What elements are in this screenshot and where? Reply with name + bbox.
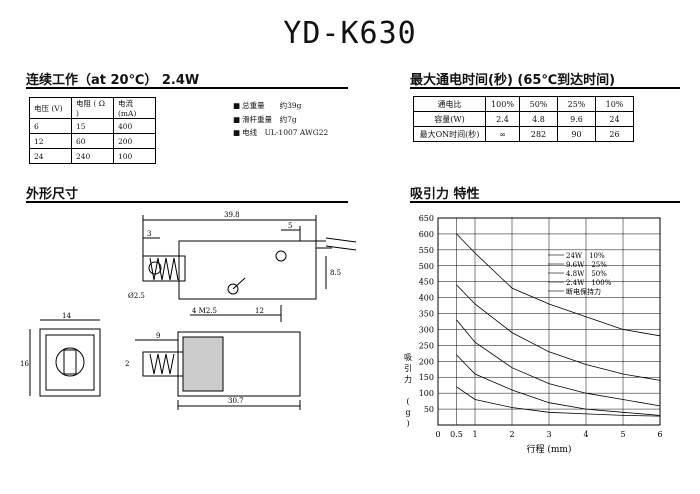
legend-entry: 2.4W 100% bbox=[566, 279, 612, 287]
electrical-table: 电压 (V) 电阻 ( Ω ) 电流 (mA) 6 15 400 12 60 2… bbox=[29, 97, 156, 164]
y-tick-label: 250 bbox=[419, 341, 434, 350]
plunger-side bbox=[142, 351, 184, 377]
spring-side bbox=[149, 353, 175, 375]
dim-16-label: 16 bbox=[20, 360, 29, 368]
end-view-body bbox=[39, 328, 101, 397]
force-section-title: 吸引力 特性 bbox=[410, 187, 480, 202]
side-view-body bbox=[177, 331, 301, 397]
spec-list: 总重量 约39g 滑杆重量 约7g 电线 UL-1007 AWG22 bbox=[233, 99, 328, 140]
end-view-bore bbox=[55, 347, 85, 377]
dim-85-label: 8.5 bbox=[330, 269, 341, 277]
dim-12-line bbox=[233, 305, 282, 322]
x-tick-label: 5 bbox=[620, 430, 625, 439]
product-title: YD-K630 bbox=[283, 16, 417, 51]
x-tick-label: 2 bbox=[509, 430, 514, 439]
x-tick-label: 6 bbox=[657, 430, 662, 439]
dim-3-label: 3 bbox=[147, 230, 151, 238]
dim-length-label: 39.8 bbox=[224, 211, 240, 219]
end-view-dims bbox=[29, 319, 100, 396]
plunger-top bbox=[142, 255, 186, 282]
y-tick-label: 300 bbox=[419, 325, 434, 334]
dim-9-label: 9 bbox=[156, 332, 160, 340]
dim-14-label: 14 bbox=[62, 312, 71, 320]
x-tick-label: 0.5 bbox=[450, 430, 463, 439]
dim-5-label: 5 bbox=[288, 222, 292, 230]
spring-top bbox=[149, 257, 179, 281]
series-line bbox=[456, 354, 661, 416]
spec-plunger-weight: 滑杆重量 约7g bbox=[233, 113, 328, 127]
dim-2-label: 2 bbox=[125, 360, 129, 368]
table-row: 6 15 400 bbox=[29, 118, 156, 134]
y-tick-label: 400 bbox=[419, 294, 434, 303]
table-cell: 100 bbox=[113, 148, 156, 164]
end-view-inner bbox=[45, 334, 95, 391]
rule-max-time bbox=[410, 87, 680, 89]
dim-12-label: 12 bbox=[255, 307, 264, 315]
rule-dimensions bbox=[26, 201, 348, 203]
spec-weight: 总重量 约39g bbox=[233, 99, 328, 113]
wire-lead bbox=[316, 237, 357, 251]
dim-screw-label: 4 M2.5 bbox=[192, 307, 217, 315]
plunger-hole bbox=[148, 261, 162, 275]
x-tick-label: 1 bbox=[472, 430, 477, 439]
y-axis-label-char: 引 bbox=[404, 364, 412, 373]
y-tick-label: 200 bbox=[419, 357, 434, 366]
table-row: 电压 (V) 电阻 ( Ω ) 电流 (mA) bbox=[29, 97, 156, 119]
dim-m25-leader bbox=[190, 277, 246, 316]
y-axis-label-char: g bbox=[405, 408, 410, 417]
y-tick-label: 600 bbox=[419, 230, 434, 239]
y-axis-label-char: ) bbox=[406, 419, 409, 428]
y-tick-label: 100 bbox=[419, 389, 434, 398]
y-tick-label: 450 bbox=[419, 278, 434, 287]
table-cell: 400 bbox=[113, 118, 156, 134]
y-tick-label: 350 bbox=[419, 310, 434, 319]
x-axis-label: 行程 (mm) bbox=[527, 443, 572, 455]
legend-entry: 断电保持力 bbox=[566, 287, 601, 296]
y-tick-label: 150 bbox=[419, 373, 434, 382]
x-tick-label: 3 bbox=[546, 430, 551, 439]
y-axis-label-char: 吸 bbox=[404, 353, 412, 362]
y-tick-label: 500 bbox=[419, 262, 434, 271]
rule-continuous bbox=[26, 87, 348, 89]
dim-5-line bbox=[281, 226, 301, 241]
legend-entry: 24W 10% bbox=[566, 252, 605, 260]
legend-entry: 9.6W 25% bbox=[566, 261, 607, 269]
y-tick-label: 550 bbox=[419, 246, 434, 255]
dim-body-label: 30.7 bbox=[228, 397, 244, 405]
legend-entry: 4.8W 50% bbox=[566, 270, 607, 278]
end-view-slot bbox=[63, 349, 77, 375]
solenoid-body-top bbox=[178, 240, 317, 300]
x-tick-label: 4 bbox=[583, 430, 588, 439]
table-row: 12 60 200 bbox=[29, 133, 156, 149]
table-row: 最大ON时间(秒) ∞ 282 90 26 bbox=[413, 126, 634, 142]
series-line bbox=[456, 284, 661, 381]
y-tick-label: 50 bbox=[424, 405, 434, 414]
y-axis-label-char: ( bbox=[406, 397, 409, 406]
dim-length-line bbox=[142, 215, 317, 258]
table-row: 24 240 100 bbox=[29, 148, 156, 164]
coil-section bbox=[182, 336, 224, 392]
max-time-section-title: 最大通电时间(秒) (65℃到达时间) bbox=[410, 73, 616, 88]
mount-hole-1 bbox=[227, 283, 239, 295]
y-axis-label-char: 力 bbox=[404, 374, 412, 384]
x-tick-label: 0 bbox=[435, 430, 440, 439]
spec-wire: 电线 UL-1007 AWG22 bbox=[233, 126, 328, 140]
plot-frame bbox=[437, 217, 661, 426]
mount-hole-2 bbox=[275, 250, 287, 262]
dim-hole-label: Ø2.5 bbox=[128, 292, 145, 300]
table-cell: 26 bbox=[595, 126, 634, 142]
series-line bbox=[456, 319, 661, 407]
duty-table: 通电比 100% 50% 25% 10% 容量(W) 2.4 4.8 9.6 2… bbox=[413, 96, 634, 142]
series-line bbox=[456, 233, 661, 337]
side-view-dims bbox=[135, 339, 301, 410]
rule-force bbox=[410, 201, 680, 203]
dimensions-section-title: 外形尺寸 bbox=[26, 187, 79, 202]
series-line bbox=[456, 386, 661, 417]
continuous-section-title: 连续工作（at 20℃） 2.4W bbox=[26, 73, 200, 88]
y-tick-label: 650 bbox=[419, 214, 434, 223]
